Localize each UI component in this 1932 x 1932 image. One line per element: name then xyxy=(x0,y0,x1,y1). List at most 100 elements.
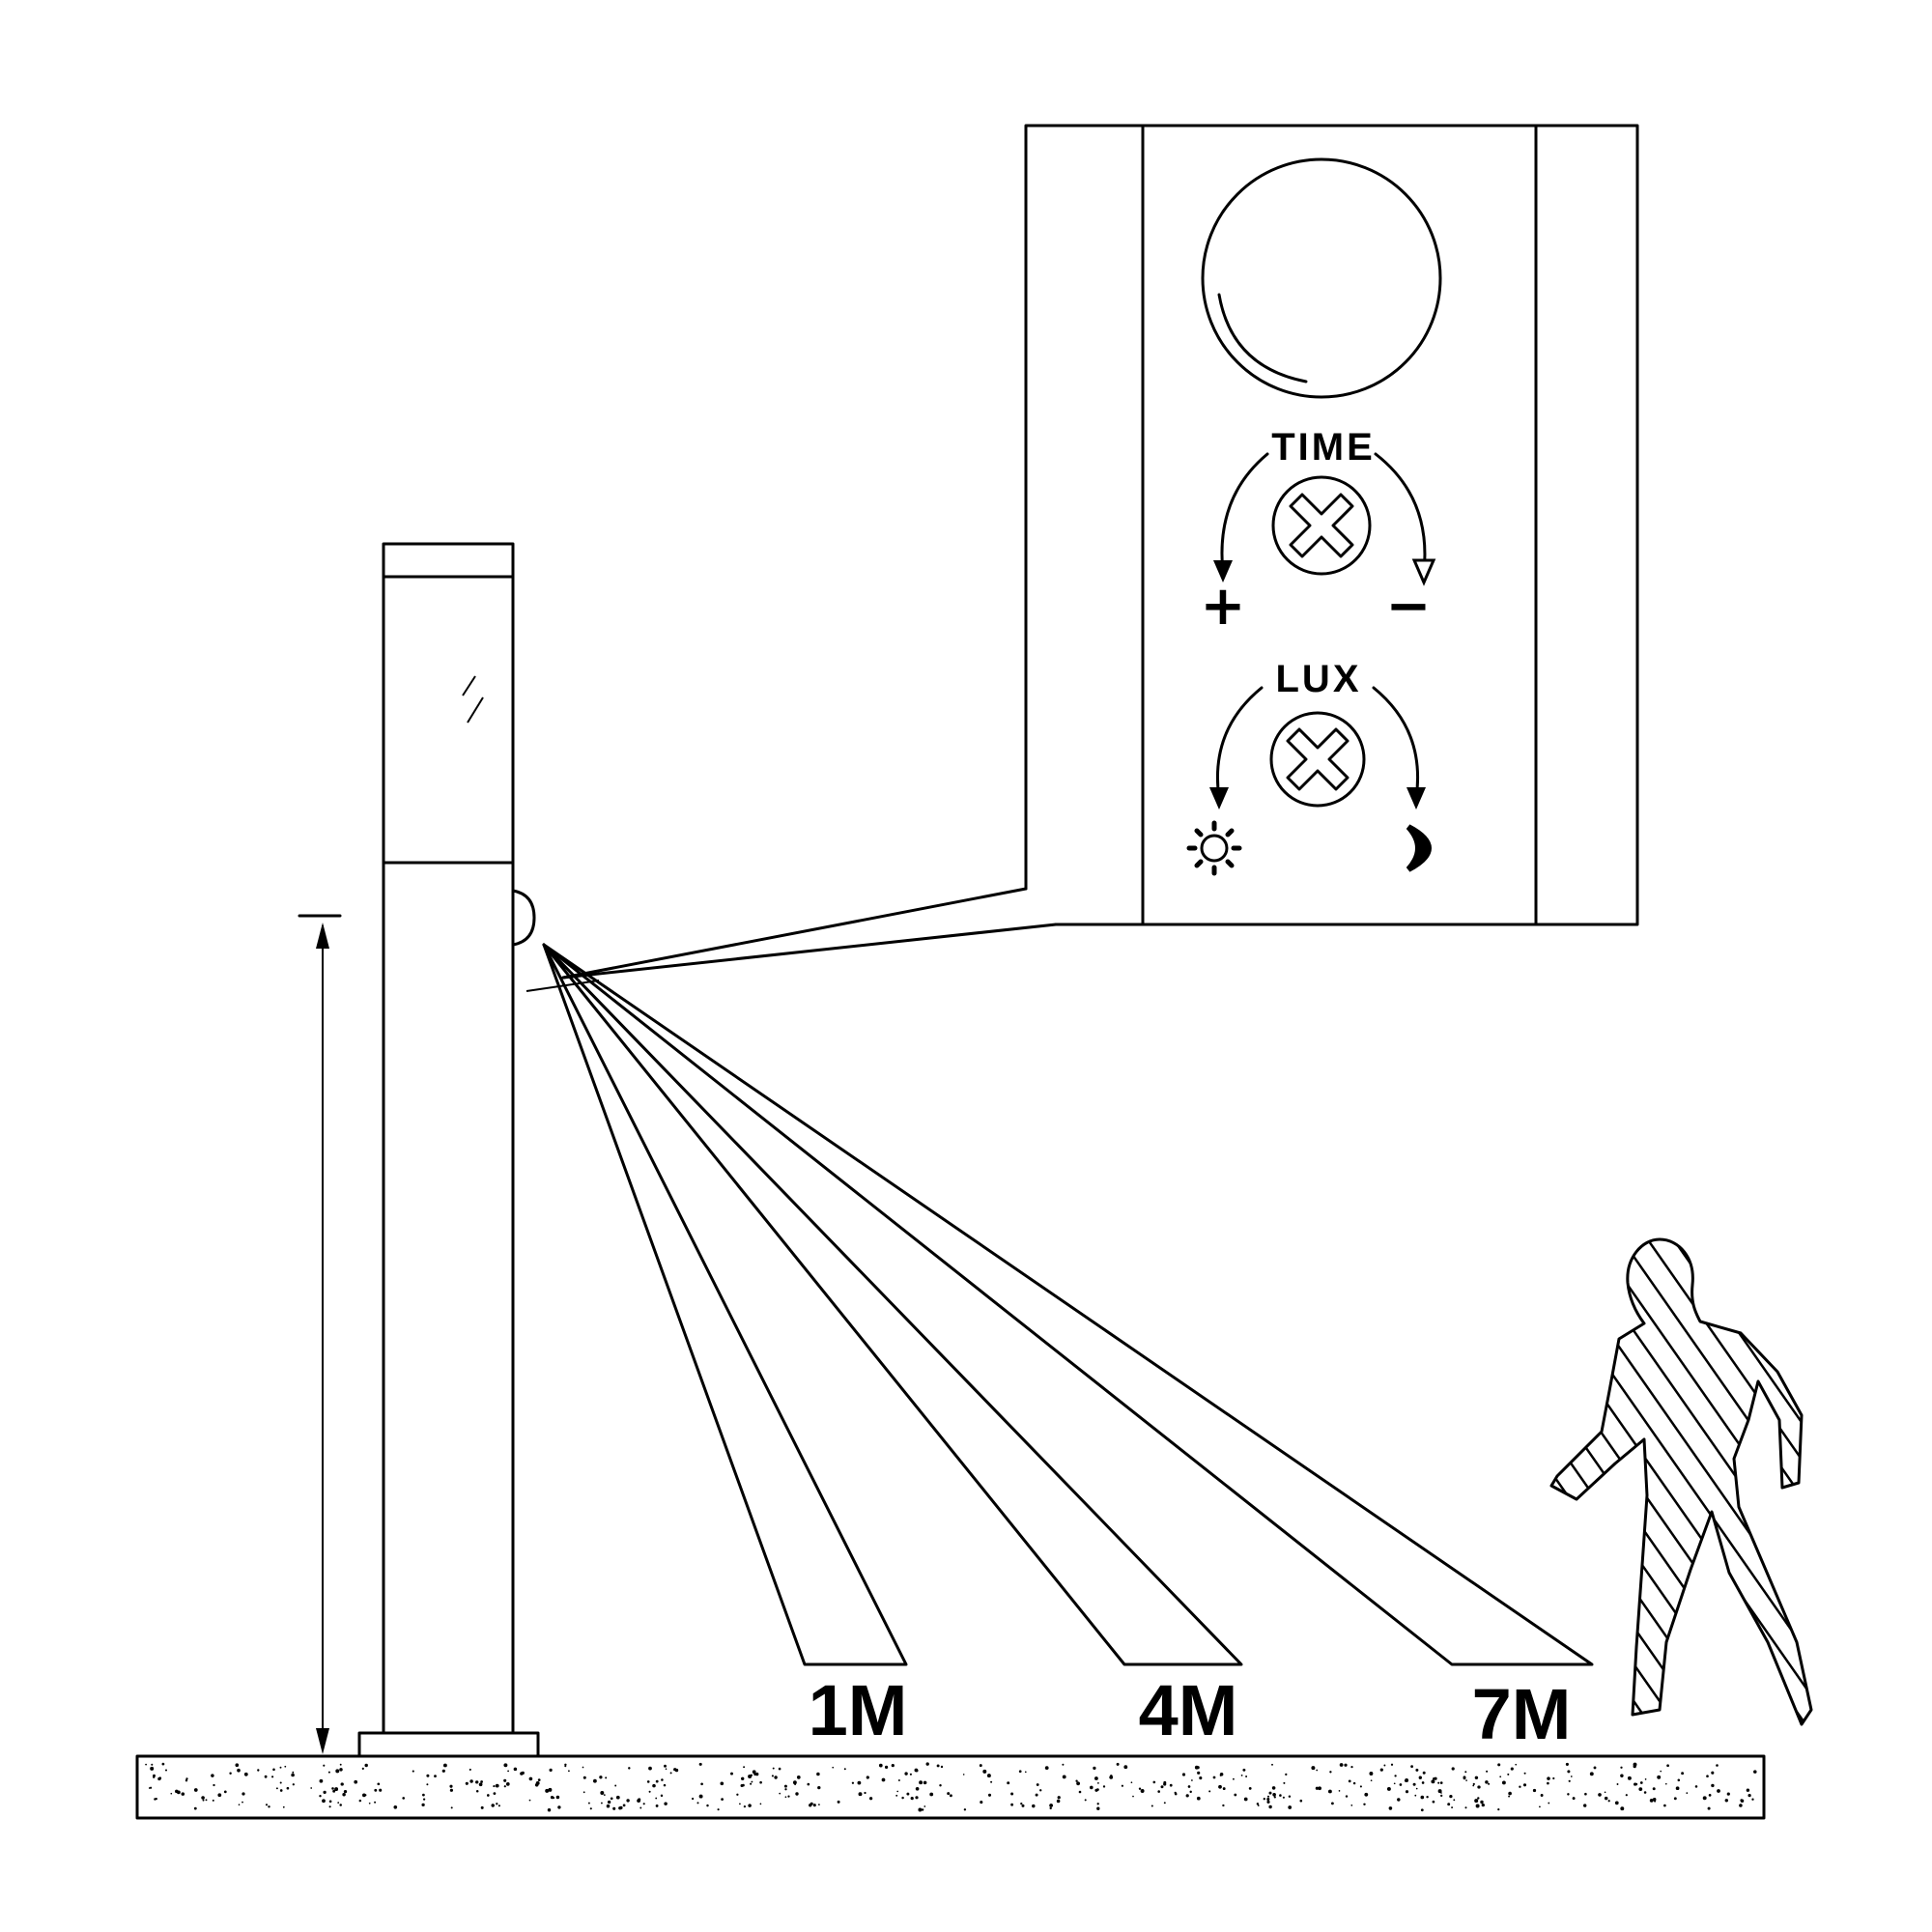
ground-speck xyxy=(327,1771,330,1774)
ground-speck xyxy=(1625,1794,1628,1797)
ground-speck xyxy=(412,1770,414,1773)
sensor-detail-panel: TIME + − LUX xyxy=(1024,124,1639,926)
ground-speck xyxy=(1316,1769,1319,1772)
minus-icon: − xyxy=(1386,575,1432,638)
ground-speck xyxy=(495,1783,499,1788)
moon-icon xyxy=(1406,824,1432,872)
ground-speck xyxy=(646,1780,650,1783)
ground-speck xyxy=(1311,1766,1316,1771)
ground-speck xyxy=(721,1798,724,1801)
ground-speck xyxy=(1644,1778,1647,1780)
ground-speck xyxy=(493,1785,496,1788)
ground-speck xyxy=(193,1788,198,1792)
ground-speck xyxy=(1675,1786,1680,1791)
ground-speck xyxy=(1390,1763,1394,1766)
ground-speck xyxy=(1702,1796,1707,1801)
ground-speck xyxy=(593,1778,597,1783)
ground-speck xyxy=(1299,1799,1303,1803)
ground-speck xyxy=(1035,1793,1038,1797)
ground-speck xyxy=(816,1772,820,1776)
ground-speck xyxy=(915,1796,919,1800)
ground-speck xyxy=(1638,1787,1643,1791)
ground-speck xyxy=(1138,1787,1142,1790)
ground-speck xyxy=(1747,1793,1751,1798)
ground-speck xyxy=(340,1782,344,1786)
ground-speck xyxy=(1634,1782,1638,1786)
ground-speck xyxy=(331,1787,334,1790)
ground-speck xyxy=(818,1804,820,1805)
ground-speck xyxy=(925,1762,929,1766)
ground-speck xyxy=(837,1800,840,1804)
ground-speck xyxy=(1163,1802,1166,1804)
ground-speck xyxy=(1431,1779,1435,1784)
ground-speck xyxy=(1607,1800,1610,1803)
ground-speck xyxy=(201,1796,205,1800)
ground-speck xyxy=(185,1777,188,1780)
ground-speck xyxy=(323,1790,327,1795)
ground-speck xyxy=(486,1794,490,1797)
ground-speck xyxy=(268,1805,270,1808)
ground-speck xyxy=(1501,1780,1506,1785)
ground-speck xyxy=(1181,1773,1186,1776)
ground-speck xyxy=(748,1804,752,1807)
ground-speck xyxy=(270,1776,274,1778)
ground-speck xyxy=(1075,1779,1078,1782)
ground-speck xyxy=(741,1776,745,1781)
height-dimension xyxy=(298,914,342,1754)
ground-speck xyxy=(612,1806,616,1810)
ground-speck xyxy=(1383,1764,1386,1767)
ground-speck xyxy=(1393,1782,1396,1785)
ground-speck xyxy=(217,1793,222,1798)
ground-speck xyxy=(1152,1780,1156,1784)
ground-speck xyxy=(1432,1800,1435,1804)
sensor-axis-line xyxy=(526,980,600,992)
ground-speck xyxy=(755,1772,759,1776)
ground-speck xyxy=(286,1786,290,1790)
ground-speck xyxy=(1272,1792,1276,1797)
ground-speck xyxy=(1243,1797,1248,1802)
ground-speck xyxy=(1271,1786,1276,1790)
ground-speck xyxy=(963,1808,967,1811)
ground-speck xyxy=(279,1781,282,1784)
ground-speck xyxy=(1414,1794,1417,1797)
ground-speck xyxy=(661,1778,664,1781)
ground-speck xyxy=(1036,1783,1039,1786)
ground-speck xyxy=(1740,1799,1745,1803)
ground-speck xyxy=(328,1805,331,1808)
ground-speck xyxy=(1439,1781,1443,1784)
ground-speck xyxy=(664,1764,667,1768)
ground-speck xyxy=(213,1783,215,1787)
ground-speck xyxy=(1480,1800,1484,1804)
ground-speck xyxy=(1548,1802,1550,1804)
ground-speck xyxy=(1519,1785,1521,1788)
zoom-callout xyxy=(561,887,1058,980)
ground-speck xyxy=(614,1784,617,1787)
ground-speck xyxy=(1039,1789,1042,1792)
ground-speck xyxy=(851,1781,855,1784)
ground-speck xyxy=(1686,1792,1689,1794)
ground-speck xyxy=(1584,1792,1587,1796)
ground-speck xyxy=(279,1789,283,1792)
ground-speck xyxy=(181,1792,185,1796)
ground-speck xyxy=(1717,1789,1720,1793)
ground-speck xyxy=(1589,1772,1594,1776)
ground-speck xyxy=(1121,1784,1123,1787)
ground-speck xyxy=(1096,1781,1099,1784)
ground-speck xyxy=(1677,1778,1681,1782)
ground-speck xyxy=(243,1772,248,1776)
screw-cross xyxy=(1286,727,1350,791)
ground-speck xyxy=(1397,1798,1401,1802)
ground-speck xyxy=(1472,1782,1475,1785)
ground-speck xyxy=(910,1797,914,1801)
ground-speck xyxy=(743,1804,747,1808)
ground-speck xyxy=(1615,1802,1619,1804)
ground-speck xyxy=(229,1772,232,1776)
ground-speck xyxy=(374,1801,377,1804)
ground-speck xyxy=(547,1808,552,1812)
sun-disc xyxy=(1200,834,1229,863)
ground-speck xyxy=(858,1792,863,1797)
ground-speck xyxy=(319,1778,324,1783)
ground-speck xyxy=(1140,1789,1145,1793)
ground-speck xyxy=(1096,1803,1099,1805)
ground-speck xyxy=(1716,1764,1719,1767)
